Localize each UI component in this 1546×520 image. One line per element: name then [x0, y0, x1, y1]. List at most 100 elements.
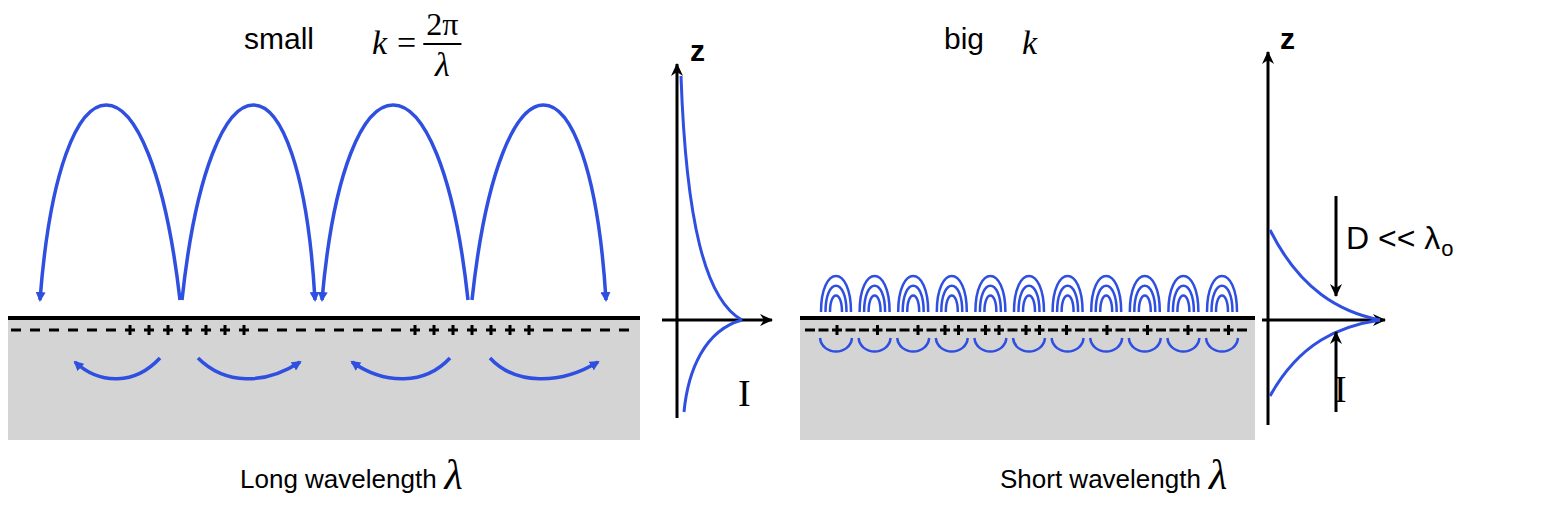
charge-sign — [148, 325, 151, 335]
field-arch — [1168, 276, 1198, 312]
dimension-label: D << λ — [1346, 222, 1440, 254]
field-arch — [1053, 276, 1083, 312]
charge-sign — [562, 329, 572, 332]
charge-sign — [433, 325, 436, 335]
field-arch — [1052, 338, 1084, 352]
charge-sign — [528, 325, 531, 335]
math-symbol: 2π — [426, 8, 458, 40]
field-arch — [984, 296, 996, 313]
field-arch — [1013, 338, 1045, 352]
math-symbol: λ — [1209, 454, 1227, 496]
field-arch — [1023, 296, 1035, 313]
field-arch — [1057, 286, 1078, 312]
metal-slab — [800, 318, 1255, 440]
charge-sign — [277, 329, 287, 332]
field-arch — [1216, 296, 1228, 313]
field-arch — [1100, 296, 1112, 313]
charge-sign — [619, 329, 629, 332]
charge-row — [805, 325, 1247, 335]
field-arch — [1177, 296, 1189, 313]
charge-sign — [353, 329, 363, 332]
math-symbol: k — [1022, 26, 1037, 60]
charge-sign — [1025, 325, 1028, 335]
charge-sign — [1089, 329, 1099, 332]
charge-sign — [984, 325, 987, 335]
charge-sign — [452, 325, 455, 335]
field-arch — [830, 296, 842, 313]
charge-sign — [1170, 329, 1180, 332]
charge-sign — [11, 329, 21, 332]
caption-text: Long wavelength — [240, 466, 437, 492]
charge-sign — [1038, 325, 1041, 335]
charge-sign — [886, 329, 896, 332]
field-arch — [974, 338, 1006, 352]
field-arch — [903, 286, 924, 312]
charge-sign — [967, 329, 977, 332]
math-symbol: k — [372, 26, 387, 60]
charge-sign — [944, 325, 947, 335]
charge-sign — [1156, 329, 1166, 332]
charge-sign — [1106, 325, 1109, 335]
axis-label: I — [738, 374, 751, 412]
charge-row — [11, 325, 629, 335]
field-arch — [1130, 276, 1160, 312]
field-arch — [869, 296, 881, 313]
charge-sign — [186, 325, 189, 335]
metal-slab — [8, 318, 640, 440]
charge-sign — [836, 325, 839, 335]
charge-sign — [49, 329, 59, 332]
charge-sign — [509, 325, 512, 335]
field-arch — [859, 338, 891, 352]
charge-sign — [900, 329, 910, 332]
charge-sign — [1146, 325, 1149, 335]
charge-sign — [1048, 329, 1058, 332]
charge-sign — [129, 325, 132, 335]
charge-sign — [30, 329, 40, 332]
field-arch — [936, 338, 968, 352]
charge-sign — [819, 329, 829, 332]
field-arch — [1019, 286, 1040, 312]
math-symbol: = — [397, 26, 416, 60]
field-arch — [898, 276, 928, 312]
axis-label: z — [1280, 24, 1295, 54]
charge-sign — [106, 329, 116, 332]
charge-sign — [315, 329, 325, 332]
charge-sign — [1008, 329, 1018, 332]
field-arch — [1173, 286, 1194, 312]
field-arch — [1062, 296, 1074, 313]
charge-sign — [372, 329, 382, 332]
math-symbol: λ — [445, 454, 463, 496]
charge-sign — [957, 325, 960, 335]
charge-sign — [543, 329, 553, 332]
charge-sign — [1197, 329, 1207, 332]
charge-sign — [846, 329, 856, 332]
field-arch — [1129, 338, 1161, 352]
charge-sign — [243, 325, 246, 335]
i-axis — [662, 319, 772, 322]
field-lines — [820, 276, 1238, 352]
charge-sign — [205, 325, 208, 335]
field-arch — [980, 286, 1001, 312]
charge-sign — [917, 325, 920, 335]
z-axis — [676, 64, 679, 418]
field-arch — [1167, 338, 1199, 352]
field-arch — [897, 338, 929, 352]
charge-sign — [167, 325, 170, 335]
charge-sign — [859, 329, 869, 332]
charge-sign — [805, 329, 815, 332]
charge-sign — [414, 325, 417, 335]
charge-sign — [581, 329, 591, 332]
intensity-curve — [684, 320, 742, 412]
charge-sign — [258, 329, 268, 332]
field-arch — [1207, 276, 1237, 312]
interface-line — [8, 316, 640, 320]
math-symbol: λ — [435, 48, 450, 82]
field-arch — [820, 338, 852, 352]
field-arch — [946, 296, 958, 313]
charge-sign — [1237, 329, 1247, 332]
field-arch — [1091, 276, 1121, 312]
charge-sign — [1187, 325, 1190, 335]
depth-arrow — [1335, 196, 1338, 296]
charge-sign — [391, 329, 401, 332]
